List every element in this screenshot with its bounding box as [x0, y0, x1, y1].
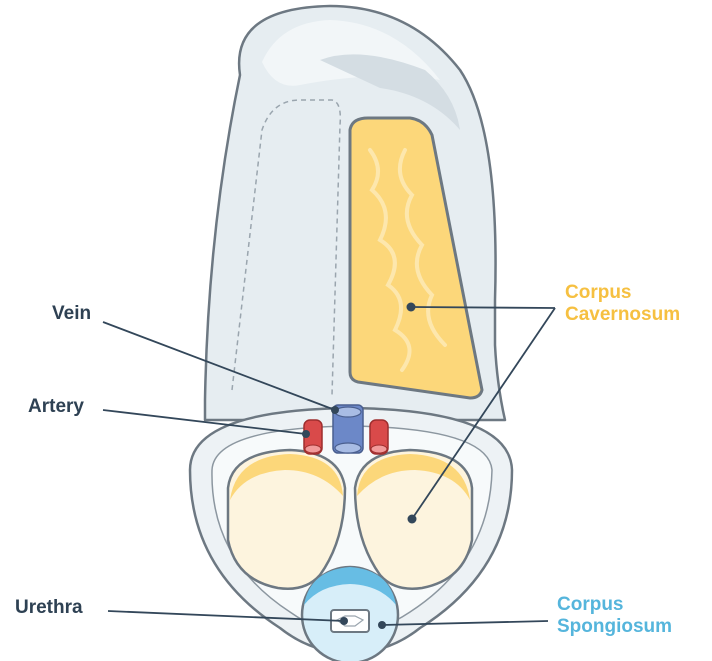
artery-label: Artery [28, 396, 84, 418]
spongiosum-leader-dot [378, 621, 386, 629]
corpus-cavernosum-line-1: Corpus [565, 282, 680, 304]
vein-top [335, 407, 361, 417]
vein-label: Vein [52, 303, 91, 325]
corpus-cavernosum-line-2: Cavernosum [565, 304, 680, 326]
corpus-spongiosum-label: Corpus Spongiosum [557, 594, 672, 638]
cavernosum-lower-dot [408, 515, 417, 524]
artery-right-cap [371, 445, 387, 453]
urethra-leader-dot [340, 617, 348, 625]
corpus-cavernosum-label: Corpus Cavernosum [565, 282, 680, 326]
corpus-spongiosum-line-2: Spongiosum [557, 616, 672, 638]
vein-bottom [335, 443, 361, 453]
vein-leader-dot [331, 406, 339, 414]
artery-leader-dot [302, 430, 310, 438]
cavernosum-leader-line-upper [411, 307, 555, 308]
artery-left-cap [305, 445, 321, 453]
corpus-spongiosum-line-1: Corpus [557, 594, 672, 616]
urethra-label: Urethra [15, 597, 83, 619]
cavernosum-upper-dot [407, 303, 416, 312]
